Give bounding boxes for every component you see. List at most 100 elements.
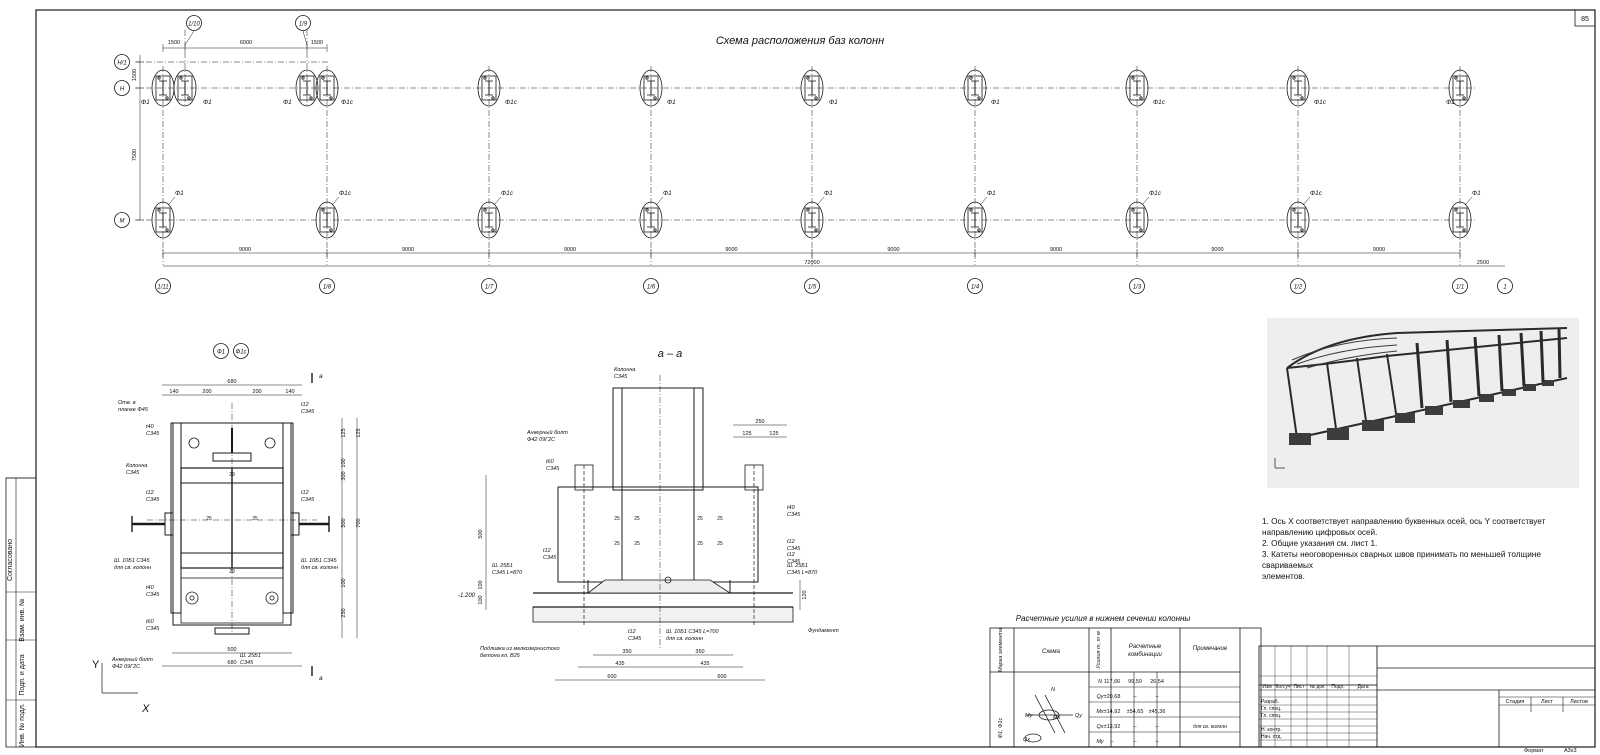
- level-mark: -1.200: [458, 593, 476, 599]
- callout-label: С345: [146, 497, 160, 503]
- dim-text: 500: [478, 529, 484, 538]
- axis-label: 1/5: [808, 285, 817, 291]
- column-base-plate: [967, 207, 983, 233]
- table-value: –: [1133, 694, 1137, 700]
- callout-label: Колонна: [614, 367, 635, 373]
- table-value: ±20,68: [1104, 694, 1121, 700]
- callout-label: С345: [126, 470, 140, 476]
- dim-text: 120: [802, 590, 808, 599]
- callout-label: С345: [146, 626, 160, 632]
- format-label: Формат: [1524, 748, 1544, 754]
- dim-text: 125: [356, 428, 362, 437]
- column-base-plate: [1129, 75, 1145, 101]
- callout-label: t60: [546, 459, 555, 465]
- axis-bubble-2: [481, 278, 497, 294]
- column-elevation: [612, 387, 704, 491]
- column-base-plate: [643, 207, 659, 233]
- dim-text: 300: [341, 471, 347, 480]
- column-base-bolt: [179, 76, 183, 80]
- dim-text: 125: [341, 428, 347, 437]
- axis-bubble-letter: [114, 212, 130, 228]
- weld-mark: 25: [634, 516, 640, 522]
- weld-mark: 25: [697, 541, 703, 547]
- forces-table: [989, 627, 1262, 748]
- table-value: ±13,92: [1104, 724, 1121, 730]
- dim-text: 600: [607, 674, 616, 680]
- table-value: –: [1110, 739, 1114, 745]
- dim-text: 72000: [804, 260, 819, 266]
- table-value: –: [1133, 724, 1137, 730]
- axis-bubble-1: [319, 278, 335, 294]
- column-base-plate: [643, 75, 659, 101]
- base-mark-label: Ф1: [663, 190, 672, 197]
- callout-label: С345: [543, 555, 557, 561]
- column-base-bolt: [814, 228, 818, 232]
- title-block-header: Лист: [1294, 684, 1306, 690]
- title-block-header: Кол.уч: [1276, 684, 1291, 690]
- plate-hole: [188, 437, 200, 449]
- column-base: [963, 201, 987, 239]
- anchor-bolt: [265, 591, 279, 605]
- column-base: [800, 69, 824, 107]
- side-stamp-label: Подп. и дата: [19, 654, 26, 695]
- weld-mark: 25: [717, 541, 723, 547]
- column-base-bolt: [1139, 228, 1143, 232]
- column-base-plate: [299, 75, 315, 101]
- mark-leader: [167, 196, 176, 206]
- column-base-bolt: [329, 228, 333, 232]
- axis-label: Ф1с: [235, 350, 246, 356]
- column-base-plate: [1129, 207, 1145, 233]
- callout-label: С345: [787, 546, 801, 552]
- table-note: для св. колонн: [1193, 724, 1227, 730]
- dim-text: 680: [227, 379, 236, 385]
- axis-label: 1/2: [1294, 285, 1303, 291]
- dim-text: 100: [341, 578, 347, 587]
- mark-leader: [655, 196, 664, 206]
- column-base-bolt: [491, 228, 495, 232]
- column-base-bolt: [1462, 96, 1466, 100]
- dim-text: 1500: [132, 69, 138, 81]
- table-force: Mx: [1096, 709, 1104, 715]
- column-base-bolt: [165, 228, 169, 232]
- column-base-bolt: [321, 208, 325, 212]
- callout-label: С345: [240, 660, 254, 666]
- base-mark-label: Ф1с: [1153, 99, 1166, 106]
- axis-label: 1/4: [971, 285, 980, 291]
- dim-text: 500: [341, 518, 347, 527]
- axis-bubble-8: [1452, 278, 1468, 294]
- callout-label: Анкерный болт: [526, 429, 568, 436]
- table-force: Qx: [1096, 724, 1103, 730]
- column-base-bolt: [969, 208, 973, 212]
- column-base-bolt: [1131, 208, 1135, 212]
- axis-label: Н/1: [117, 61, 126, 67]
- column-base-bolt: [1292, 208, 1296, 212]
- table-value: ±14,92: [1104, 709, 1121, 715]
- column-base: [963, 69, 987, 107]
- callout-label: t12: [301, 402, 309, 408]
- title-block-header: Листов: [1570, 699, 1588, 705]
- dim-text: 435: [615, 661, 624, 667]
- dim-text: 250: [755, 419, 764, 425]
- base-mark-label: Ф1с: [1314, 99, 1327, 106]
- dim-text: 125: [769, 431, 778, 437]
- callout-label: Ш. 25Б1: [240, 653, 261, 659]
- column-base-bolt: [969, 76, 973, 80]
- anchor-bolt-core: [189, 595, 195, 601]
- column-base-bolt: [806, 76, 810, 80]
- bottom-beam: [214, 627, 250, 635]
- table-value: 99,50: [1128, 679, 1142, 685]
- dim-text: 500: [227, 647, 236, 653]
- column-base-bolt: [1131, 76, 1135, 80]
- section-mark: а: [319, 373, 323, 380]
- axis-label: 1/9: [299, 22, 308, 28]
- column-base-bolt: [1462, 228, 1466, 232]
- dim-text: 250: [341, 608, 347, 617]
- axis-label: 1/7: [485, 285, 494, 291]
- anchor-bolt: [185, 591, 199, 605]
- callout-label: С345: [787, 512, 801, 518]
- section-title: а – а: [658, 348, 682, 360]
- rib-left: [170, 422, 182, 614]
- scheme-line: [1044, 694, 1066, 734]
- callout-label: t12: [146, 490, 154, 496]
- base-block: [557, 486, 759, 583]
